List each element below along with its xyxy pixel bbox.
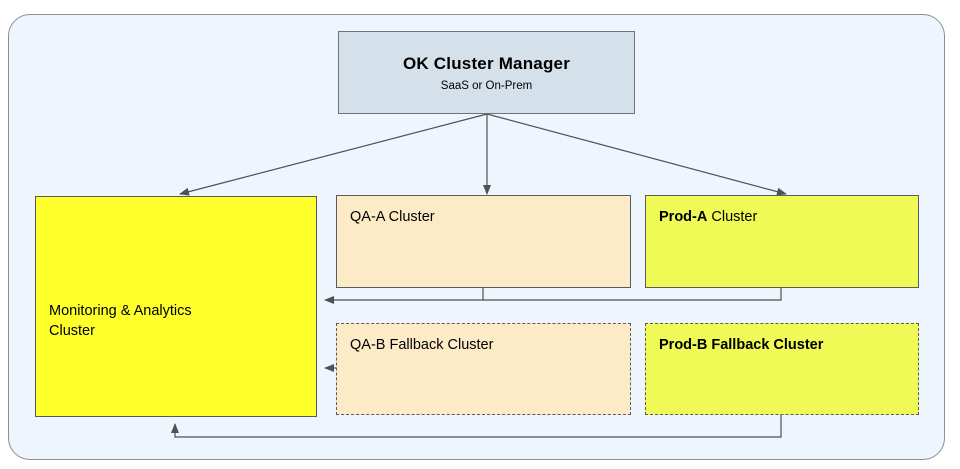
qa-b-fallback-cluster-label: QA-B Fallback Cluster	[350, 336, 620, 355]
node-qa-a-cluster[interactable]: QA-A Cluster	[336, 195, 631, 288]
prod-a-cluster-label-bold: Prod-A	[659, 209, 708, 225]
node-prod-b-fallback-cluster[interactable]: Prod-B Fallback Cluster	[645, 323, 919, 415]
monitoring-cluster-label-line1: Monitoring & Analytics	[49, 303, 192, 319]
monitoring-cluster-label: Monitoring & Analytics Cluster	[49, 301, 306, 341]
prod-b-fallback-cluster-label-bold: Prod-B Fallback Cluster	[659, 337, 824, 353]
node-qa-b-fallback-cluster[interactable]: QA-B Fallback Cluster	[336, 323, 631, 415]
qa-a-cluster-label-rest: QA-A Cluster	[350, 209, 435, 225]
qa-a-cluster-label: QA-A Cluster	[350, 208, 620, 227]
qa-b-fallback-cluster-label-rest: QA-B Fallback Cluster	[350, 337, 494, 353]
prod-b-fallback-cluster-label: Prod-B Fallback Cluster	[659, 336, 908, 355]
cluster-manager-title: OK Cluster Manager	[402, 54, 571, 73]
node-prod-a-cluster[interactable]: Prod-A Cluster	[645, 195, 919, 288]
monitoring-cluster-label-line2: Cluster	[49, 323, 95, 339]
cluster-manager-subtitle: SaaS or On-Prem	[440, 80, 533, 92]
prod-a-cluster-label-rest: Cluster	[707, 209, 758, 225]
node-monitoring-analytics-cluster[interactable]: Monitoring & Analytics Cluster	[35, 196, 317, 417]
node-cluster-manager[interactable]: OK Cluster Manager SaaS or On-Prem	[338, 31, 635, 114]
prod-a-cluster-label: Prod-A Cluster	[659, 208, 908, 227]
